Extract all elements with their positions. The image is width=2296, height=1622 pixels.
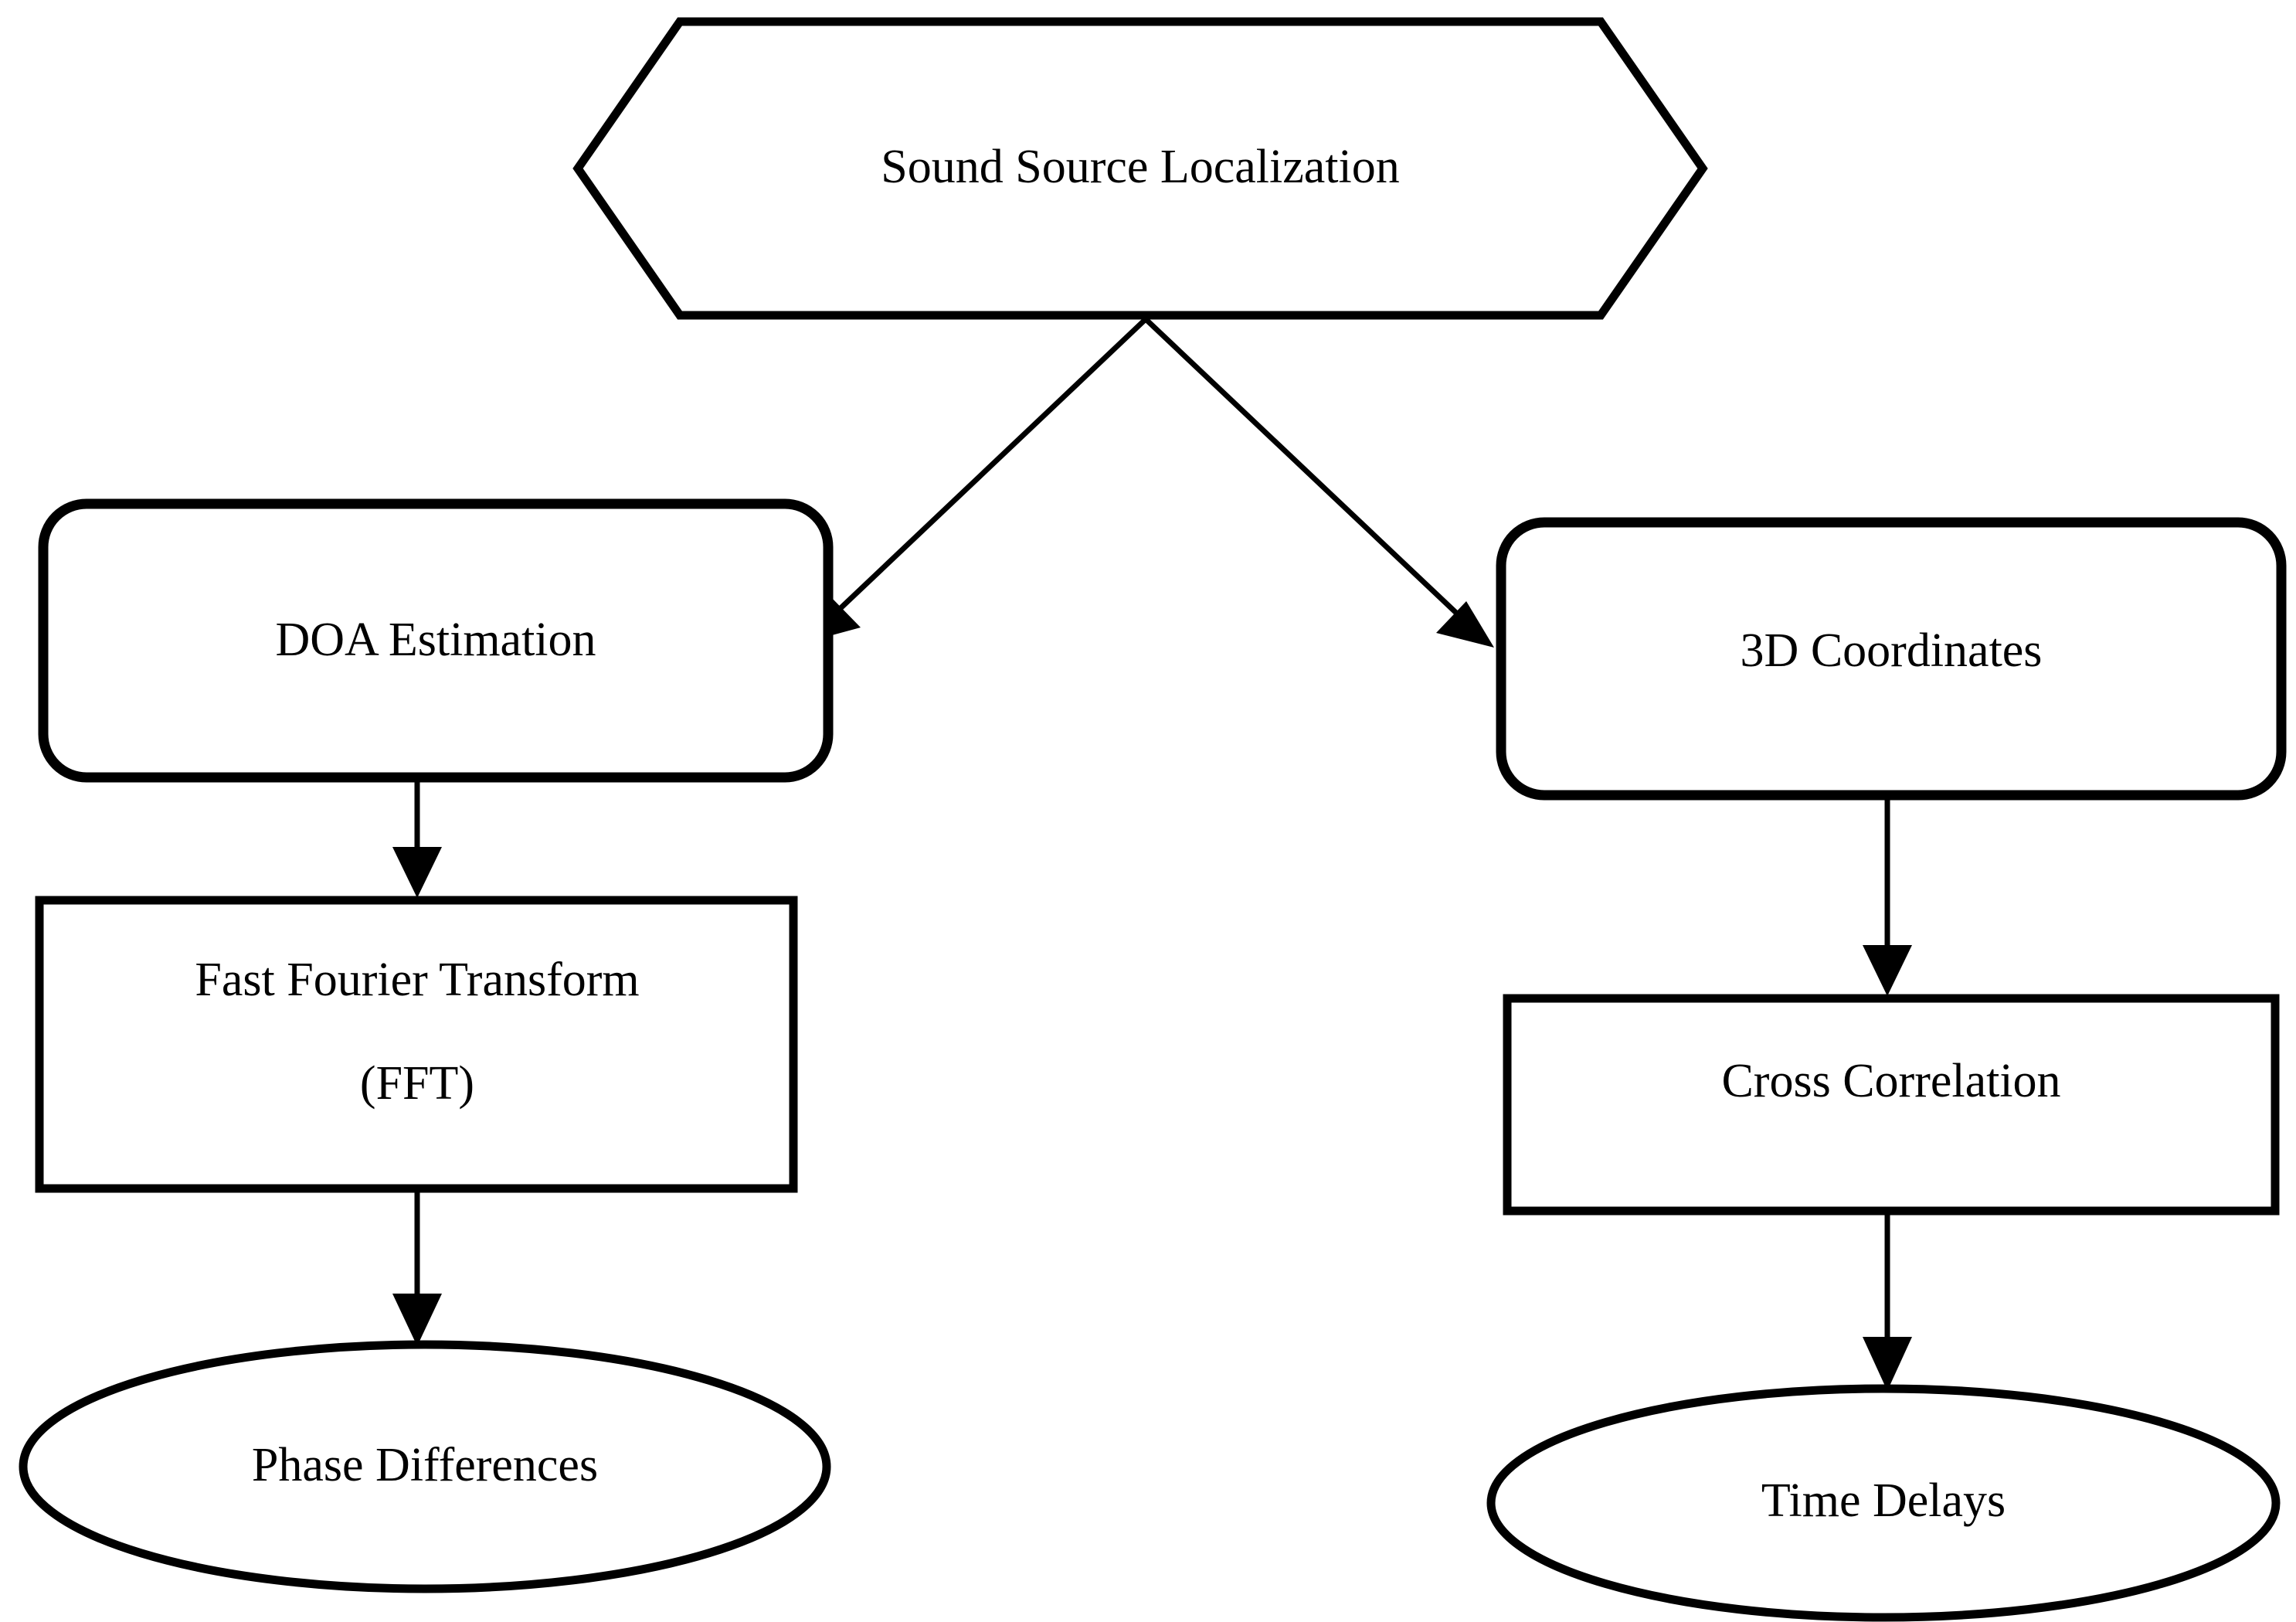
edge-doa-to-fft-arrowhead xyxy=(392,847,442,898)
node-time-delays-shape[interactable] xyxy=(1486,1384,2281,1622)
node-time-delays-label: Time Delays xyxy=(1761,1474,2006,1527)
edge-root-to-doa xyxy=(803,317,1148,643)
node-3d-coordinates-label: 3D Coordinates xyxy=(1741,624,2043,677)
node-fast-fourier-transform-abbrev-label: (FFT) xyxy=(360,1057,474,1110)
edge-xcorr-to-delays-arrowhead xyxy=(1863,1337,1912,1391)
node-time-delays[interactable]: Time Delays xyxy=(1486,1384,2281,1622)
edge-root-to-coords-line xyxy=(1143,317,1474,630)
edge-coords-to-xcorr-arrowhead xyxy=(1863,945,1912,996)
node-doa-estimation[interactable]: DOA Estimation xyxy=(38,498,834,783)
node-fast-fourier-transform-label: Fast Fourier Transform xyxy=(195,954,639,1006)
node-fast-fourier-transform-shape[interactable] xyxy=(35,896,798,1193)
node-fast-fourier-transform[interactable]: Fast Fourier Transform (FFT) xyxy=(35,896,798,1193)
edge-fft-to-phase-arrowhead xyxy=(392,1294,442,1346)
node-3d-coordinates[interactable]: 3D Coordinates xyxy=(1496,517,2287,801)
node-sound-source-localization-label: Sound Source Localization xyxy=(881,141,1400,193)
node-doa-estimation-label: DOA Estimation xyxy=(275,614,596,666)
edge-coords-to-xcorr xyxy=(1863,800,1912,996)
edge-fft-to-phase xyxy=(392,1192,442,1346)
node-cross-correlation-label: Cross Correlation xyxy=(1721,1055,2060,1107)
node-sound-source-localization[interactable]: Sound Source Localization xyxy=(572,17,1708,320)
node-phase-differences[interactable]: Phase Differences xyxy=(19,1340,831,1593)
node-sound-source-localization-shape[interactable] xyxy=(572,17,1708,320)
node-phase-differences-shape[interactable] xyxy=(19,1340,831,1593)
node-cross-correlation[interactable]: Cross Correlation xyxy=(1503,994,2280,1216)
node-phase-differences-label: Phase Differences xyxy=(252,1439,598,1491)
edge-root-to-doa-line xyxy=(823,317,1148,625)
node-3d-coordinates-shape[interactable] xyxy=(1496,517,2287,801)
edge-doa-to-fft xyxy=(392,782,442,898)
edge-root-to-coords xyxy=(1143,317,1494,648)
node-cross-correlation-shape[interactable] xyxy=(1503,994,2280,1216)
node-doa-estimation-shape[interactable] xyxy=(38,498,834,783)
edge-xcorr-to-delays xyxy=(1863,1215,1912,1391)
edge-root-to-coords-arrowhead xyxy=(1436,601,1494,648)
